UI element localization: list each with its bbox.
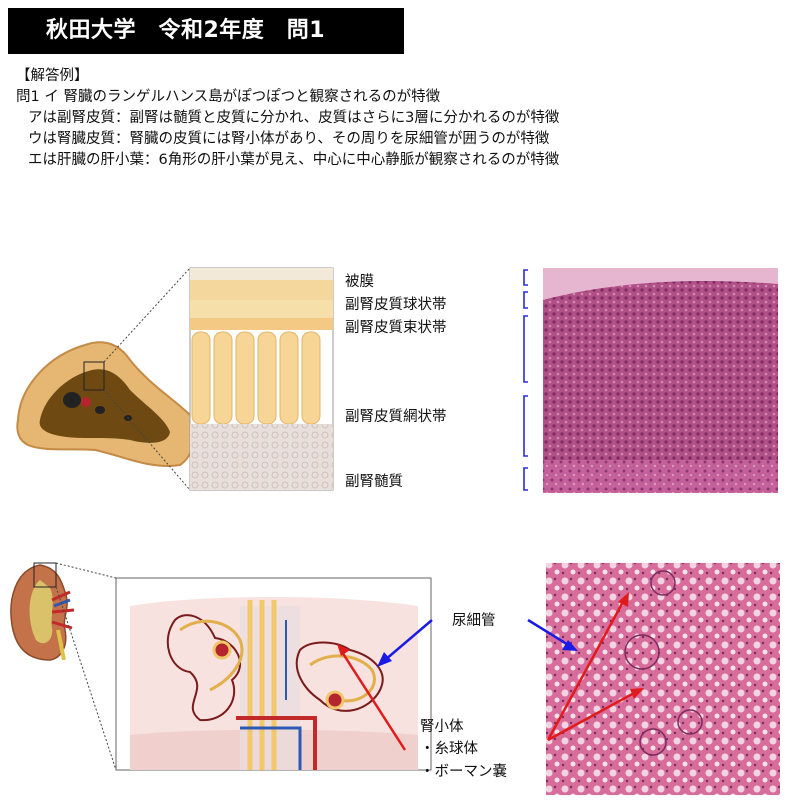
label-capsule: 被膜 bbox=[345, 274, 374, 290]
adrenal-histology-image bbox=[543, 268, 778, 493]
label-glomerulus: ・糸球体 bbox=[420, 741, 478, 757]
label-zona-fasciculata: 副腎皮質束状帯 bbox=[345, 320, 447, 336]
label-renal-tubule: 尿細管 bbox=[452, 613, 496, 629]
adrenal-illustration bbox=[16, 267, 778, 493]
corpuscle-arrows bbox=[337, 592, 644, 751]
answer-heading: 【解答例】 bbox=[16, 68, 89, 84]
adrenal-gland-drawing bbox=[16, 341, 196, 467]
answer-line-3: ウは腎臓皮質：腎臓の皮質には腎小体があり、その周りを尿細管が囲うのが特徴 bbox=[28, 131, 550, 147]
kidney-illustration bbox=[10, 562, 780, 795]
kidney-drawing bbox=[10, 562, 75, 661]
tubule-arrows bbox=[377, 618, 578, 667]
zone-brackets bbox=[523, 269, 528, 491]
label-zona-reticularis: 副腎皮質網状帯 bbox=[345, 409, 447, 425]
glomeruli-marks bbox=[624, 570, 703, 756]
page-title: 秋田大学 令和2年度 問1 bbox=[8, 8, 404, 54]
kidney-histology-image bbox=[546, 563, 780, 795]
answer-line-1: 問1 イ 腎臓のランゲルハンス島がぽつぽつと観察されるのが特徴 bbox=[16, 89, 441, 105]
nephron-diagram bbox=[115, 577, 432, 771]
label-bowman-capsule: ・ボーマン嚢 bbox=[420, 764, 507, 780]
answer-line-2: アは副腎皮質：副腎は髄質と皮質に分かれ、皮質はさらに3層に分かれるのが特徴 bbox=[28, 110, 560, 126]
label-medulla: 副腎髄質 bbox=[345, 474, 403, 490]
answer-line-4: エは肝臓の肝小葉：6角形の肝小葉が見え、中心に中心静脈が観察されるのが特徴 bbox=[28, 152, 560, 168]
label-renal-corpuscle: 腎小体 bbox=[420, 719, 464, 735]
adrenal-layers-diagram bbox=[189, 267, 334, 491]
answer-block: 【解答例】 問1 イ 腎臓のランゲルハンス島がぽつぽつと観察されるのが特徴 アは… bbox=[16, 66, 796, 171]
label-zona-glomerulosa: 副腎皮質球状帯 bbox=[345, 297, 447, 313]
